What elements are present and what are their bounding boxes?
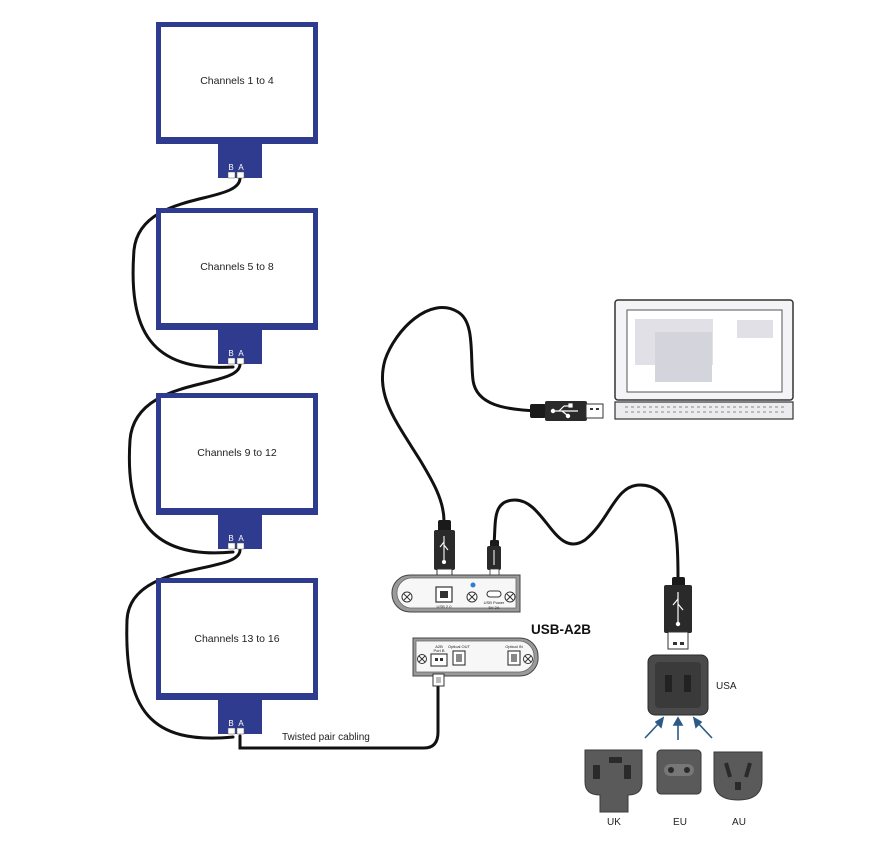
usb-a-plug-laptop [530, 401, 604, 421]
pin-a-label: A [238, 163, 244, 172]
usb-port-label: USB 2.0 [437, 604, 453, 609]
a2b-port-sublabel: Port B [433, 648, 444, 653]
screw-icon [417, 654, 427, 664]
device-title: USB-A2B [531, 622, 591, 637]
cables [125, 176, 680, 750]
pin-a-label: A [238, 534, 244, 543]
usb-icon [550, 403, 578, 419]
eu-label: EU [673, 817, 687, 828]
usb-power-cable [492, 483, 680, 580]
au-adapter-icon [713, 751, 763, 801]
pin-a-label: A [238, 719, 244, 728]
board-2: Channels 5 to 8 B A [156, 208, 318, 365]
board-1: Channels 1 to 4 B A [156, 22, 318, 179]
board-label: Channels 1 to 4 [200, 75, 274, 87]
usb-power-label: USB Power [484, 600, 505, 605]
usa-label: USA [716, 681, 737, 692]
board-label: Channels 5 to 8 [200, 261, 274, 273]
usb-plug-power-supply [664, 577, 692, 650]
power-supply-usa [647, 654, 709, 716]
daisy-chain-cable-2-3 [127, 362, 242, 555]
usb-b-cable [380, 306, 542, 523]
daisy-chain-cable-1-2 [131, 176, 242, 369]
usb-b-plug [434, 520, 455, 580]
usb-a2b-front-panel: USB 2.0 USB Power 5V 2A [391, 574, 521, 613]
uk-label: UK [607, 817, 621, 828]
usb-power-spec: 5V 2A [489, 605, 500, 610]
au-label: AU [732, 817, 746, 828]
screw-icon [466, 591, 478, 603]
pin-b-label: B [228, 534, 233, 543]
usb-power-plug [487, 540, 501, 577]
usb-a2b-back-panel: A2B Port B Optical OUT Optical IN [412, 637, 539, 677]
twisted-pair-cable [238, 684, 440, 750]
laptop-icon [614, 299, 794, 420]
board-4: Channels 13 to 16 B A [156, 578, 318, 735]
pin-b-label: B [228, 719, 233, 728]
daisy-chain-cable-3-4 [125, 548, 242, 740]
board-3: Channels 9 to 12 B A [156, 393, 318, 550]
board-label: Channels 13 to 16 [194, 633, 279, 645]
pin-a-label: A [238, 349, 244, 358]
screw-icon [401, 591, 413, 603]
board-label: Channels 9 to 12 [197, 447, 277, 459]
a2b-plug [432, 673, 445, 687]
pin-b-label: B [228, 349, 233, 358]
optical-in-label: Optical IN [505, 644, 523, 649]
adapter-arrows [644, 716, 713, 740]
eu-adapter-icon [656, 749, 702, 795]
cable-label: Twisted pair cabling [282, 732, 370, 743]
screw-icon [504, 591, 516, 603]
status-led [470, 582, 476, 588]
a2b-port-label: A2B [435, 644, 443, 649]
uk-adapter-icon [584, 749, 643, 813]
screw-icon [523, 654, 533, 664]
optical-out-label: Optical OUT [448, 644, 471, 649]
pin-b-label: B [228, 163, 233, 172]
